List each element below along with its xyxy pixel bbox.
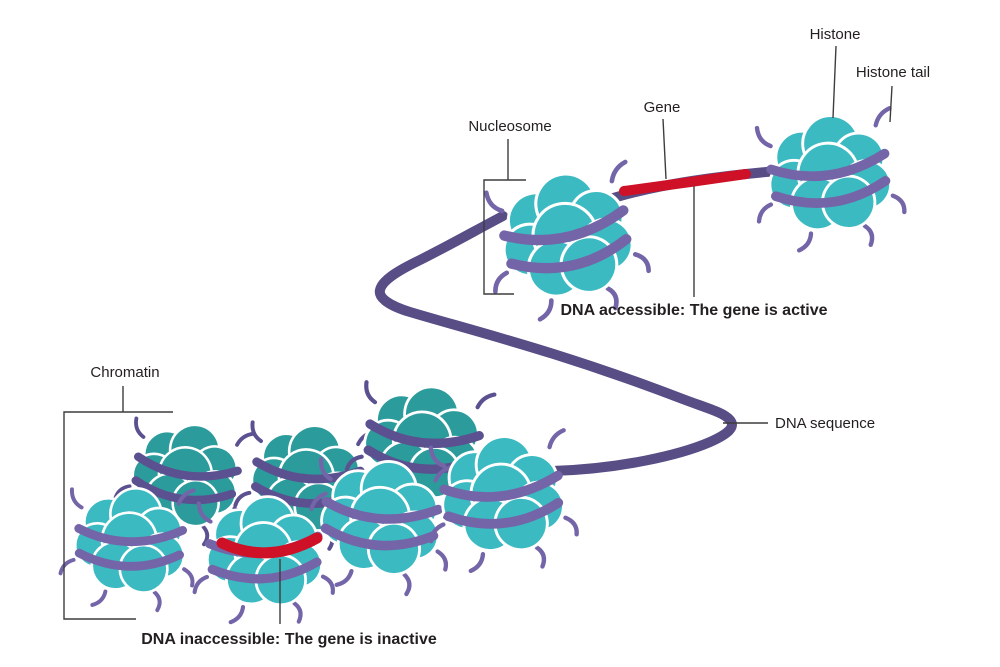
chromatin-bracket bbox=[63, 386, 173, 620]
nucleosome-bracket bbox=[483, 139, 526, 295]
dna-accessible-caption: DNA accessible: The gene is active bbox=[560, 302, 827, 319]
dna-sequence-label: DNA sequence bbox=[775, 415, 875, 432]
gene-segment-inaccessible bbox=[216, 532, 323, 559]
dna-strand-curve bbox=[374, 211, 737, 476]
gene-leader-line bbox=[662, 118, 667, 180]
histone-label: Histone bbox=[810, 26, 861, 43]
histone-tail-label: Histone tail bbox=[856, 64, 930, 81]
chromatin-label: Chromatin bbox=[90, 364, 159, 381]
nucleosome-label: Nucleosome bbox=[468, 118, 551, 135]
histone-tail-leader-line bbox=[889, 85, 893, 123]
gene-segment bbox=[619, 169, 751, 196]
gene-label: Gene bbox=[644, 99, 681, 116]
dna-inaccessible-caption: DNA inaccessible: The gene is inactive bbox=[141, 631, 437, 648]
histone-leader-line bbox=[832, 45, 837, 119]
